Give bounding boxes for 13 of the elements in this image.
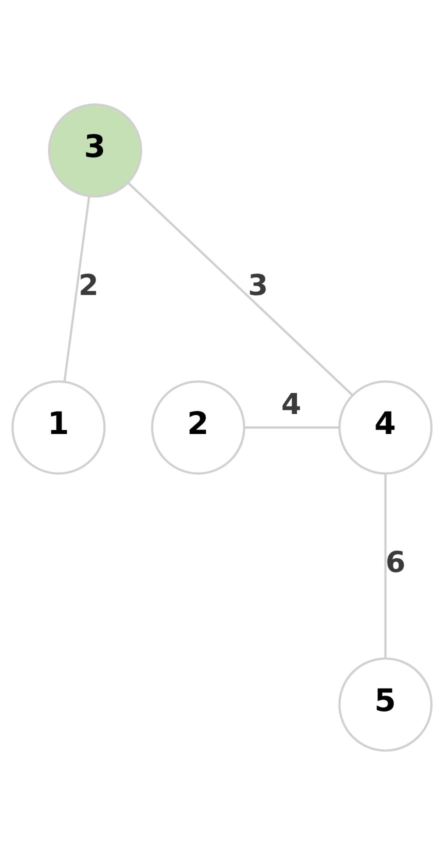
connector: [384, 473, 387, 658]
edge-label: 3: [248, 267, 268, 302]
connector: [127, 182, 354, 396]
node-circle: 4: [338, 380, 433, 474]
node-circle: 1: [11, 380, 106, 474]
node-circle: 3: [48, 102, 142, 198]
node-circle: 5: [338, 656, 433, 752]
edge-label: 2: [78, 267, 99, 302]
connector: [244, 426, 340, 428]
edge-label: 6: [385, 544, 406, 578]
connector: [63, 196, 90, 382]
node-circle: 2: [151, 380, 246, 474]
edge-label: 4: [281, 386, 302, 420]
